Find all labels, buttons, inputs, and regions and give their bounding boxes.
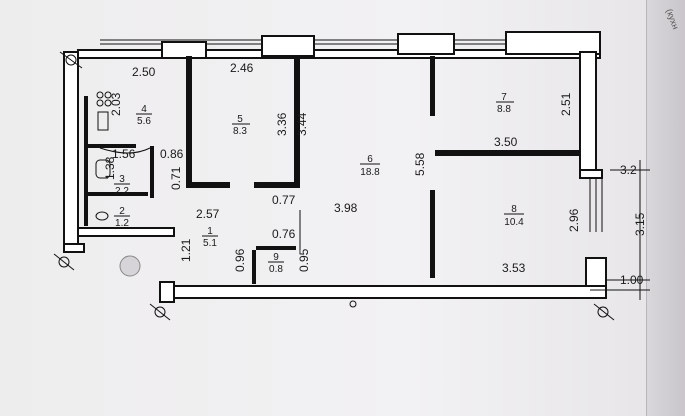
dim-balc-b: 3.15 <box>633 212 647 236</box>
page-edge: (кухн <box>646 0 685 416</box>
dim-r6-w: 3.98 <box>334 201 358 215</box>
room-7-label: 7 8.8 <box>496 92 514 115</box>
dim-hall-b: 0.76 <box>272 227 296 241</box>
outer-walls <box>63 31 607 303</box>
svg-text:18.8: 18.8 <box>360 167 380 178</box>
dimension-lines <box>299 160 650 300</box>
room-4-label: 4 5.6 <box>136 104 152 127</box>
axis-markers <box>53 51 615 321</box>
svg-text:6: 6 <box>367 154 373 165</box>
svg-text:8.8: 8.8 <box>497 104 511 115</box>
svg-text:2.2: 2.2 <box>115 186 129 197</box>
dim-r8-w: 3.53 <box>502 261 526 275</box>
room-2-label: 2 1.2 <box>114 206 130 229</box>
dim-hall-a: 0.77 <box>272 193 296 207</box>
room-8-label: 8 10.4 <box>504 204 524 228</box>
dim-r6-h: 5.58 <box>413 152 427 176</box>
dimension-labels: 2.50 2.46 2.03 3.36 3.44 5.58 2.51 3.50 … <box>103 61 647 287</box>
room-9-label: 9 0.8 <box>268 252 284 275</box>
svg-text:9: 9 <box>273 252 279 263</box>
svg-text:10.4: 10.4 <box>504 217 524 228</box>
dim-balc-h: 2.96 <box>567 208 581 232</box>
dim-k-a: 0.86 <box>160 147 184 161</box>
svg-text:7: 7 <box>501 92 507 103</box>
dim-kitchen-w: 1.56 <box>112 147 136 161</box>
dim-k-c: 0.71 <box>169 166 183 190</box>
dim-top-mid: 2.46 <box>230 61 254 75</box>
svg-text:1: 1 <box>207 226 213 237</box>
svg-text:3: 3 <box>119 174 125 185</box>
room-6-label: 6 18.8 <box>360 154 380 178</box>
svg-text:8.3: 8.3 <box>233 126 247 137</box>
dim-r7-w: 3.50 <box>494 135 518 149</box>
room-labels: 4 5.6 5 8.3 6 18.8 7 8.8 8 10.4 3 2.2 <box>114 92 524 275</box>
room-5-label: 5 8.3 <box>232 114 250 137</box>
dim-k-b: 1.38 <box>103 156 117 180</box>
dim-r7-h: 2.51 <box>559 92 573 116</box>
dim-r5-a: 3.36 <box>275 112 289 136</box>
svg-text:8: 8 <box>511 204 517 215</box>
room-1-label: 1 5.1 <box>202 226 218 249</box>
dim-bath-h: 2.03 <box>109 92 123 116</box>
dim-r5-b: 3.44 <box>295 112 309 136</box>
svg-text:1.2: 1.2 <box>115 218 129 229</box>
dim-store-b: 0.95 <box>297 248 311 272</box>
dim-hall-w: 2.57 <box>196 207 220 221</box>
dim-balc-c: 1.00 <box>620 273 644 287</box>
svg-text:2: 2 <box>119 206 125 217</box>
dim-top-left: 2.50 <box>132 65 156 79</box>
bath-fixtures <box>95 91 151 221</box>
svg-text:5.1: 5.1 <box>203 238 217 249</box>
dim-left-h: 1.21 <box>179 238 193 262</box>
dim-store-a: 0.96 <box>233 248 247 272</box>
svg-text:5.6: 5.6 <box>137 116 151 127</box>
room-3-label: 3 2.2 <box>114 174 130 197</box>
dim-balc-a: 3.2 <box>620 163 637 177</box>
svg-text:5: 5 <box>237 114 243 125</box>
svg-text:4: 4 <box>141 104 147 115</box>
svg-text:0.8: 0.8 <box>269 264 283 275</box>
interior-walls <box>84 56 580 284</box>
